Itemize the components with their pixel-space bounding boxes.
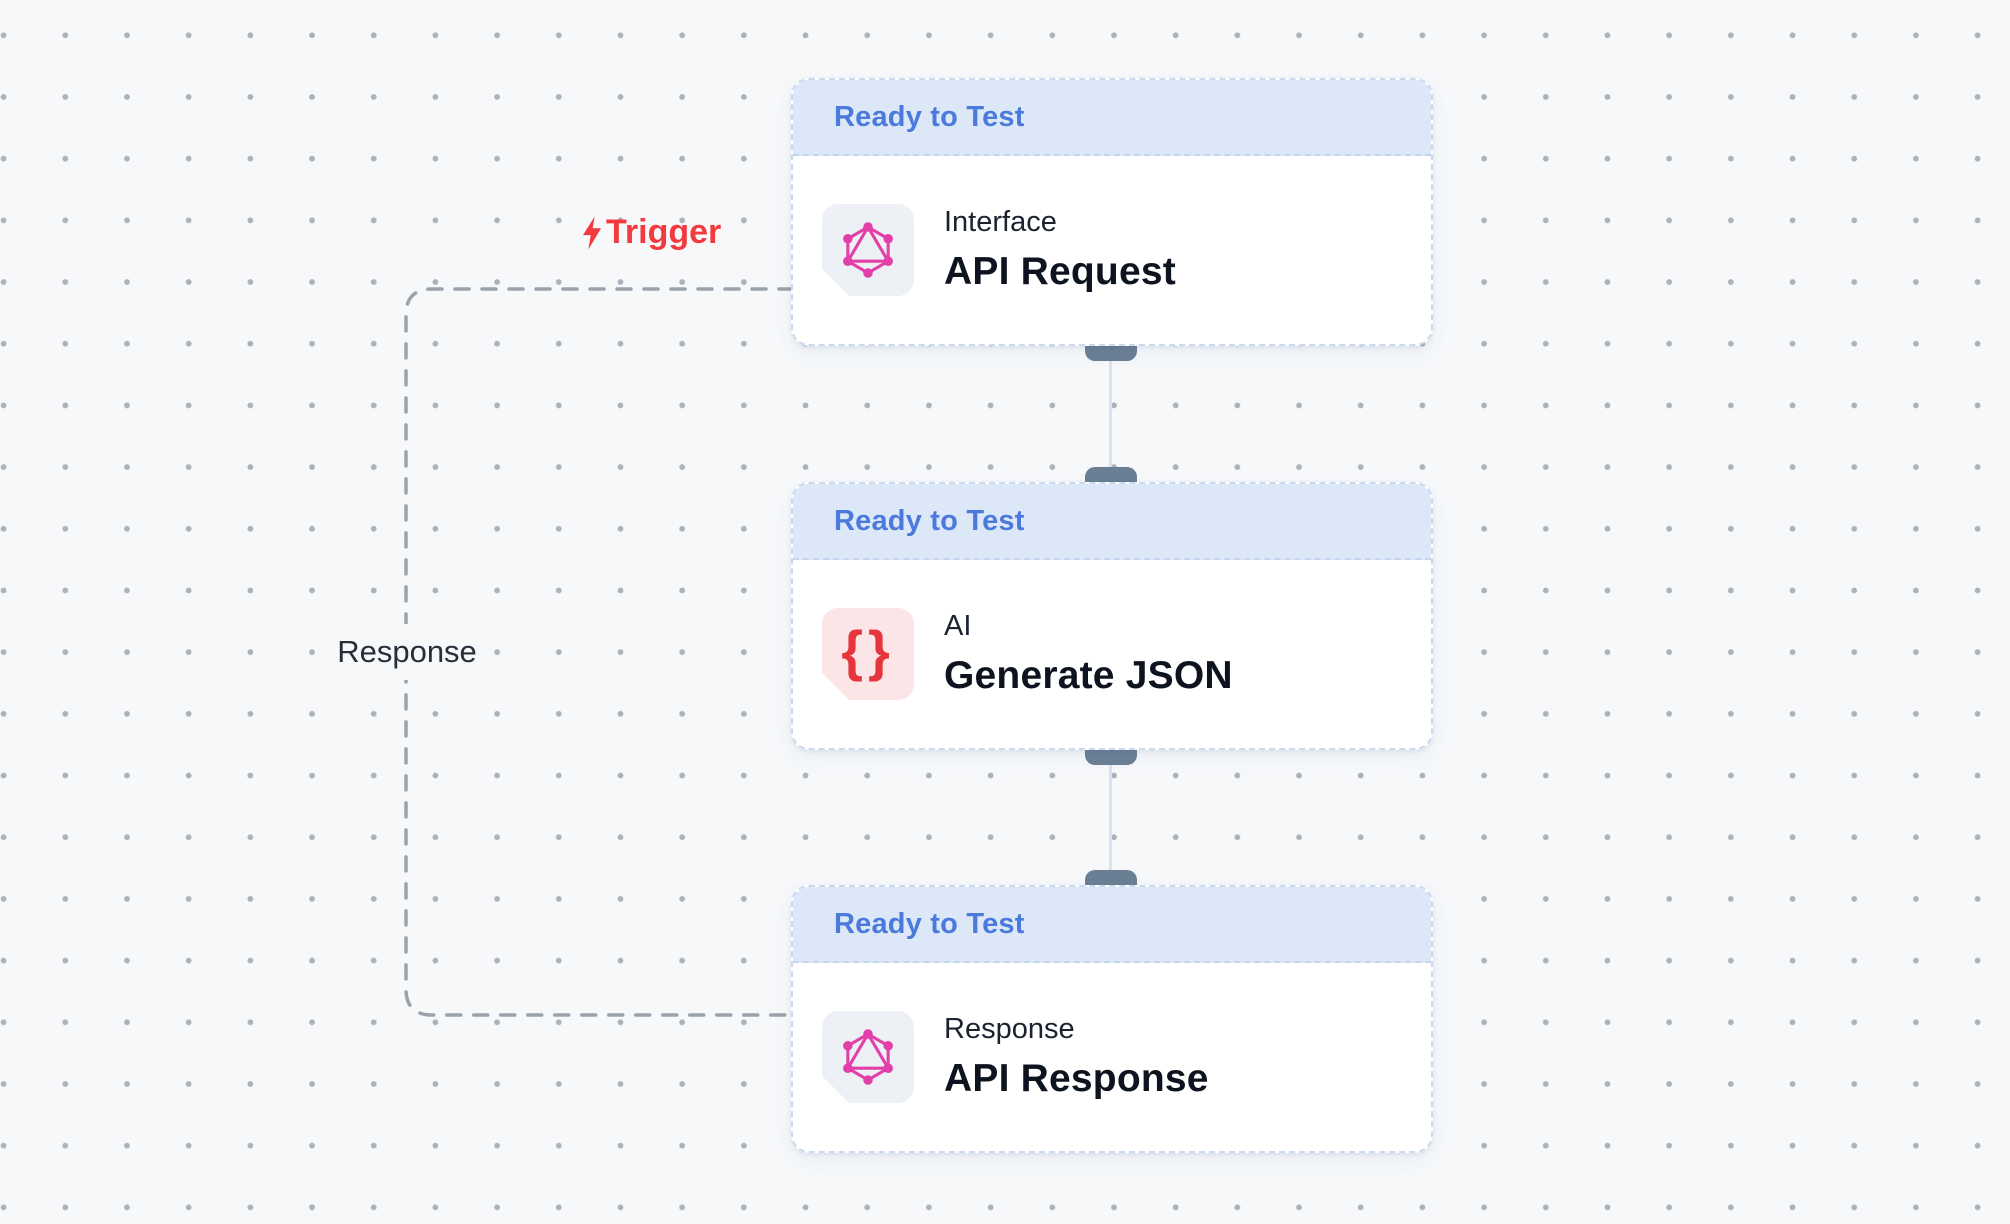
- response-edge-label[interactable]: Response: [331, 624, 483, 680]
- connection-handle-input[interactable]: [1085, 467, 1137, 482]
- trigger-edge-label[interactable]: Trigger: [580, 213, 721, 252]
- connection-handle-output[interactable]: [1085, 346, 1137, 361]
- connector-line: [1109, 765, 1112, 870]
- node-status-header: Ready to Test: [793, 887, 1431, 963]
- node-title: Generate JSON: [944, 654, 1233, 697]
- node-category: Response: [944, 1013, 1075, 1045]
- lightning-bolt-icon: [582, 216, 602, 249]
- connection-handle-input[interactable]: [1085, 870, 1137, 885]
- node-card-generate-json[interactable]: Ready to Test {} AI Generate JSON: [791, 482, 1433, 750]
- status-badge: Ready to Test: [834, 907, 1025, 940]
- graphql-icon: [822, 204, 914, 296]
- status-badge: Ready to Test: [834, 100, 1025, 133]
- connection-handle-output[interactable]: [1085, 750, 1137, 765]
- braces-icon: {}: [822, 608, 914, 700]
- node-status-header: Ready to Test: [793, 80, 1431, 156]
- connector-line: [1109, 361, 1112, 467]
- trigger-edge-label-text: Trigger: [606, 213, 722, 251]
- node-title: API Request: [944, 250, 1176, 293]
- response-edge-label-text: Response: [337, 634, 477, 669]
- node-category: AI: [944, 610, 972, 642]
- braces-glyph: {}: [841, 619, 895, 682]
- status-badge: Ready to Test: [834, 504, 1025, 537]
- node-status-header: Ready to Test: [793, 484, 1431, 560]
- node-card-api-request[interactable]: Ready to Test Interface API Request: [791, 78, 1433, 346]
- node-body: Interface API Request: [793, 156, 1431, 344]
- node-body: {} AI Generate JSON: [793, 560, 1431, 748]
- node-body: Response API Response: [793, 963, 1431, 1151]
- graphql-icon: [822, 1011, 914, 1103]
- node-category: Interface: [944, 206, 1057, 238]
- node-title: API Response: [944, 1057, 1209, 1100]
- node-card-api-response[interactable]: Ready to Test Response API Response: [791, 885, 1433, 1153]
